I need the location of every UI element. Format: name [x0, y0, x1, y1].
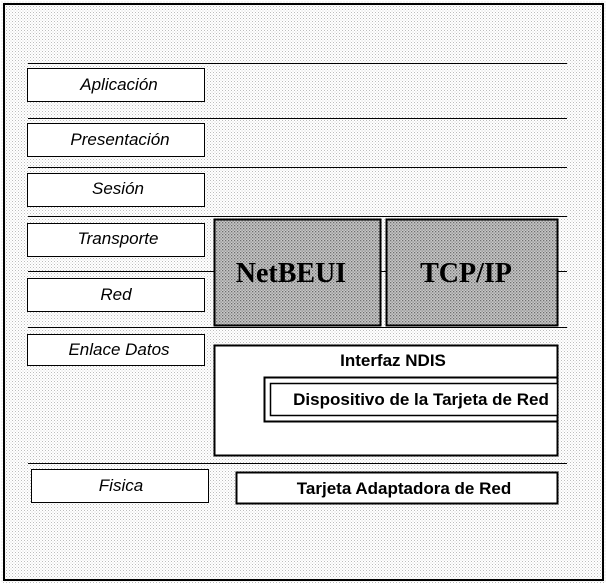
layer-box [27, 223, 205, 257]
layer-aplicacion: Aplicación [27, 68, 205, 102]
layer-label: Red [100, 285, 132, 304]
layer-label: Aplicación [79, 75, 158, 94]
layer-label: Sesión [92, 179, 144, 198]
protocol-label: NetBEUI [236, 258, 346, 289]
ndis-interface-label: Interfaz NDIS [340, 351, 446, 370]
protocol-tcp-ip: TCP/IP [385, 218, 559, 327]
adapter-card: Tarjeta Adaptadora de Red [235, 471, 559, 505]
layer-box [27, 173, 205, 207]
layer-red: Red [27, 278, 205, 312]
adapter-card-box [235, 471, 559, 505]
layer-fisica: Fisica [31, 469, 209, 503]
protocol-netbeui: NetBEUI [213, 218, 382, 327]
card-driver: Dispositivo de la Tarjeta de Red [263, 376, 559, 423]
layer-label: Fisica [99, 476, 143, 495]
outer-border [3, 3, 604, 581]
card-driver-inner-box [269, 382, 559, 417]
layer-box [27, 123, 205, 157]
layer-transporte: Transporte [27, 223, 205, 257]
layer-sesion: Sesión [27, 173, 205, 207]
layer-box [27, 278, 205, 312]
layer-box [27, 334, 205, 366]
protocol-box [385, 218, 559, 327]
adapter-card-label: Tarjeta Adaptadora de Red [297, 479, 511, 498]
layer-label: Presentación [70, 130, 169, 149]
layer-enlace-datos: Enlace Datos [27, 334, 205, 366]
layer-label: Transporte [78, 229, 159, 248]
layer-presentacion: Presentación [27, 123, 205, 157]
card-driver-label: Dispositivo de la Tarjeta de Red [293, 390, 549, 409]
layer-box [31, 469, 209, 503]
layer-box [27, 68, 205, 102]
protocol-box [213, 218, 382, 327]
protocol-label: TCP/IP [420, 258, 512, 289]
layer-label: Enlace Datos [68, 340, 170, 359]
